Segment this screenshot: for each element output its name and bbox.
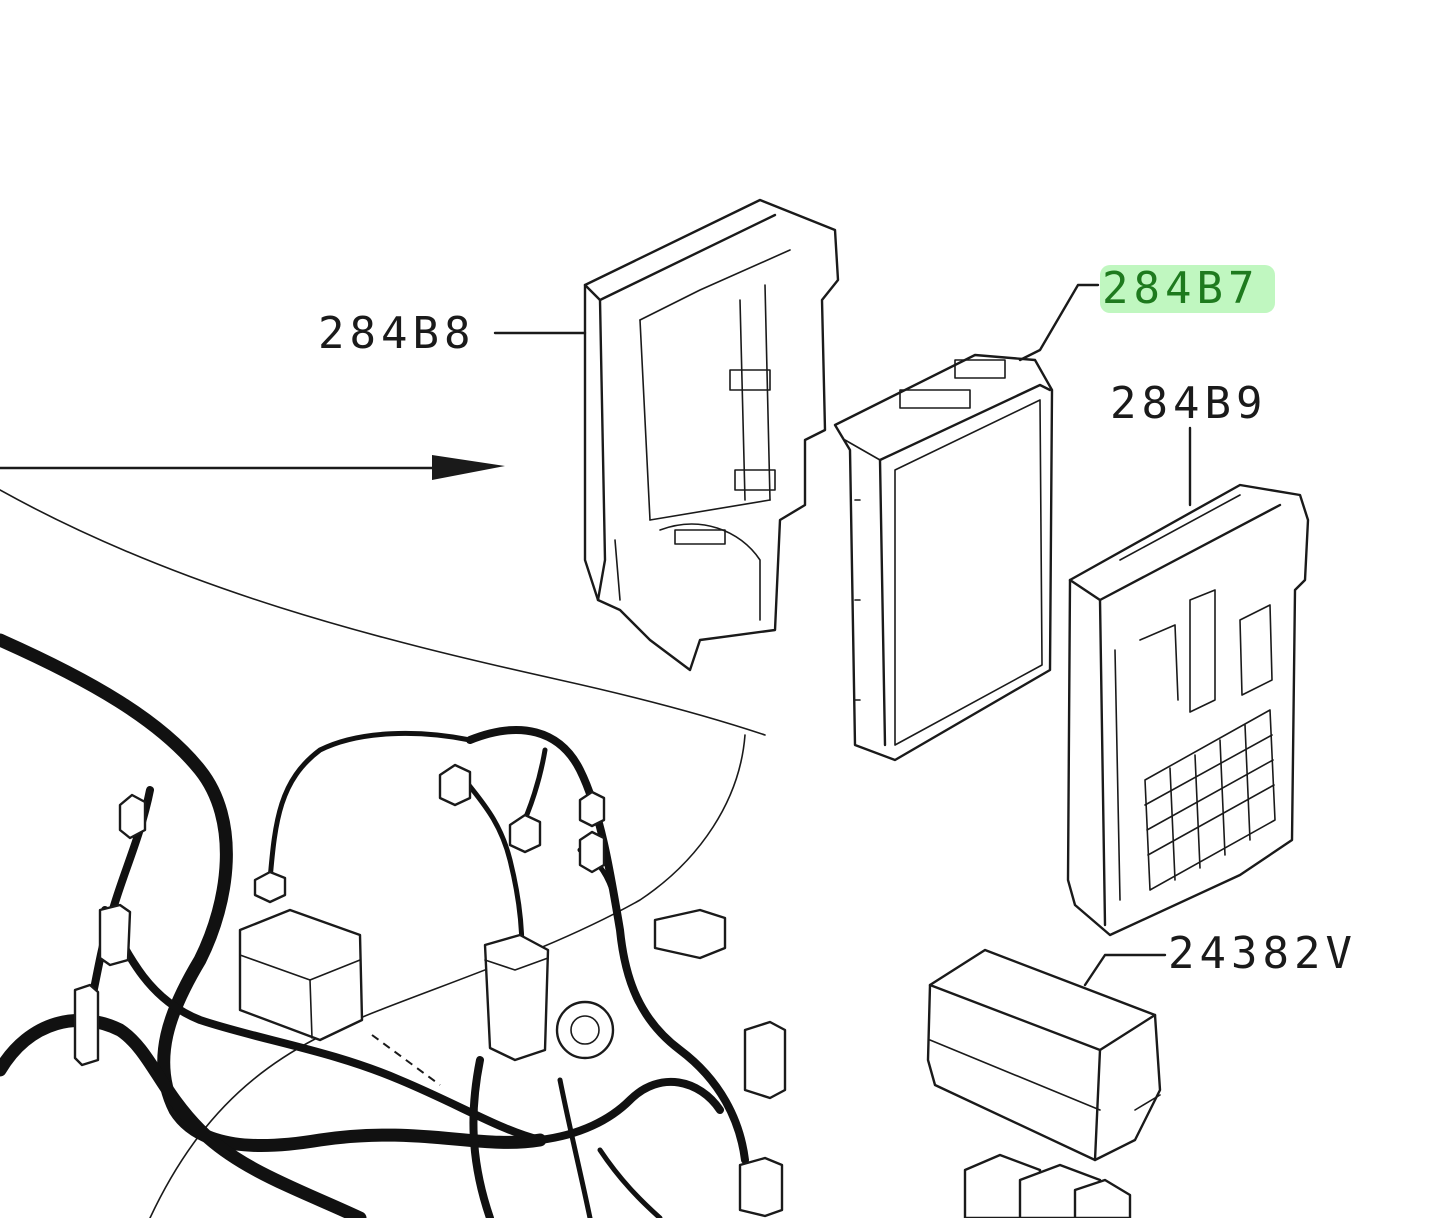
leader-284b7 <box>1018 283 1100 362</box>
part-284b7-module <box>833 353 1054 762</box>
part-label-284b8: 284B8 <box>318 308 475 359</box>
part-label-24382v: 24382V <box>1168 928 1357 979</box>
direction-arrow <box>0 455 505 480</box>
leader-24382v <box>1083 953 1167 987</box>
part-284b8-bracket <box>583 198 840 672</box>
highlight-284b7 <box>1100 265 1275 313</box>
section-curve-lower <box>149 734 746 1218</box>
part-label-284b9: 284B9 <box>1110 378 1267 429</box>
part-label-284b7: 284B7 <box>1102 263 1259 314</box>
harness-connectors <box>73 763 787 1218</box>
part-284b9-fuse-block <box>1066 483 1310 937</box>
section-curve <box>0 489 766 736</box>
part-24382v-cover <box>926 948 1162 1162</box>
relay-cluster <box>963 1153 1132 1218</box>
guide-line <box>371 1034 441 1086</box>
